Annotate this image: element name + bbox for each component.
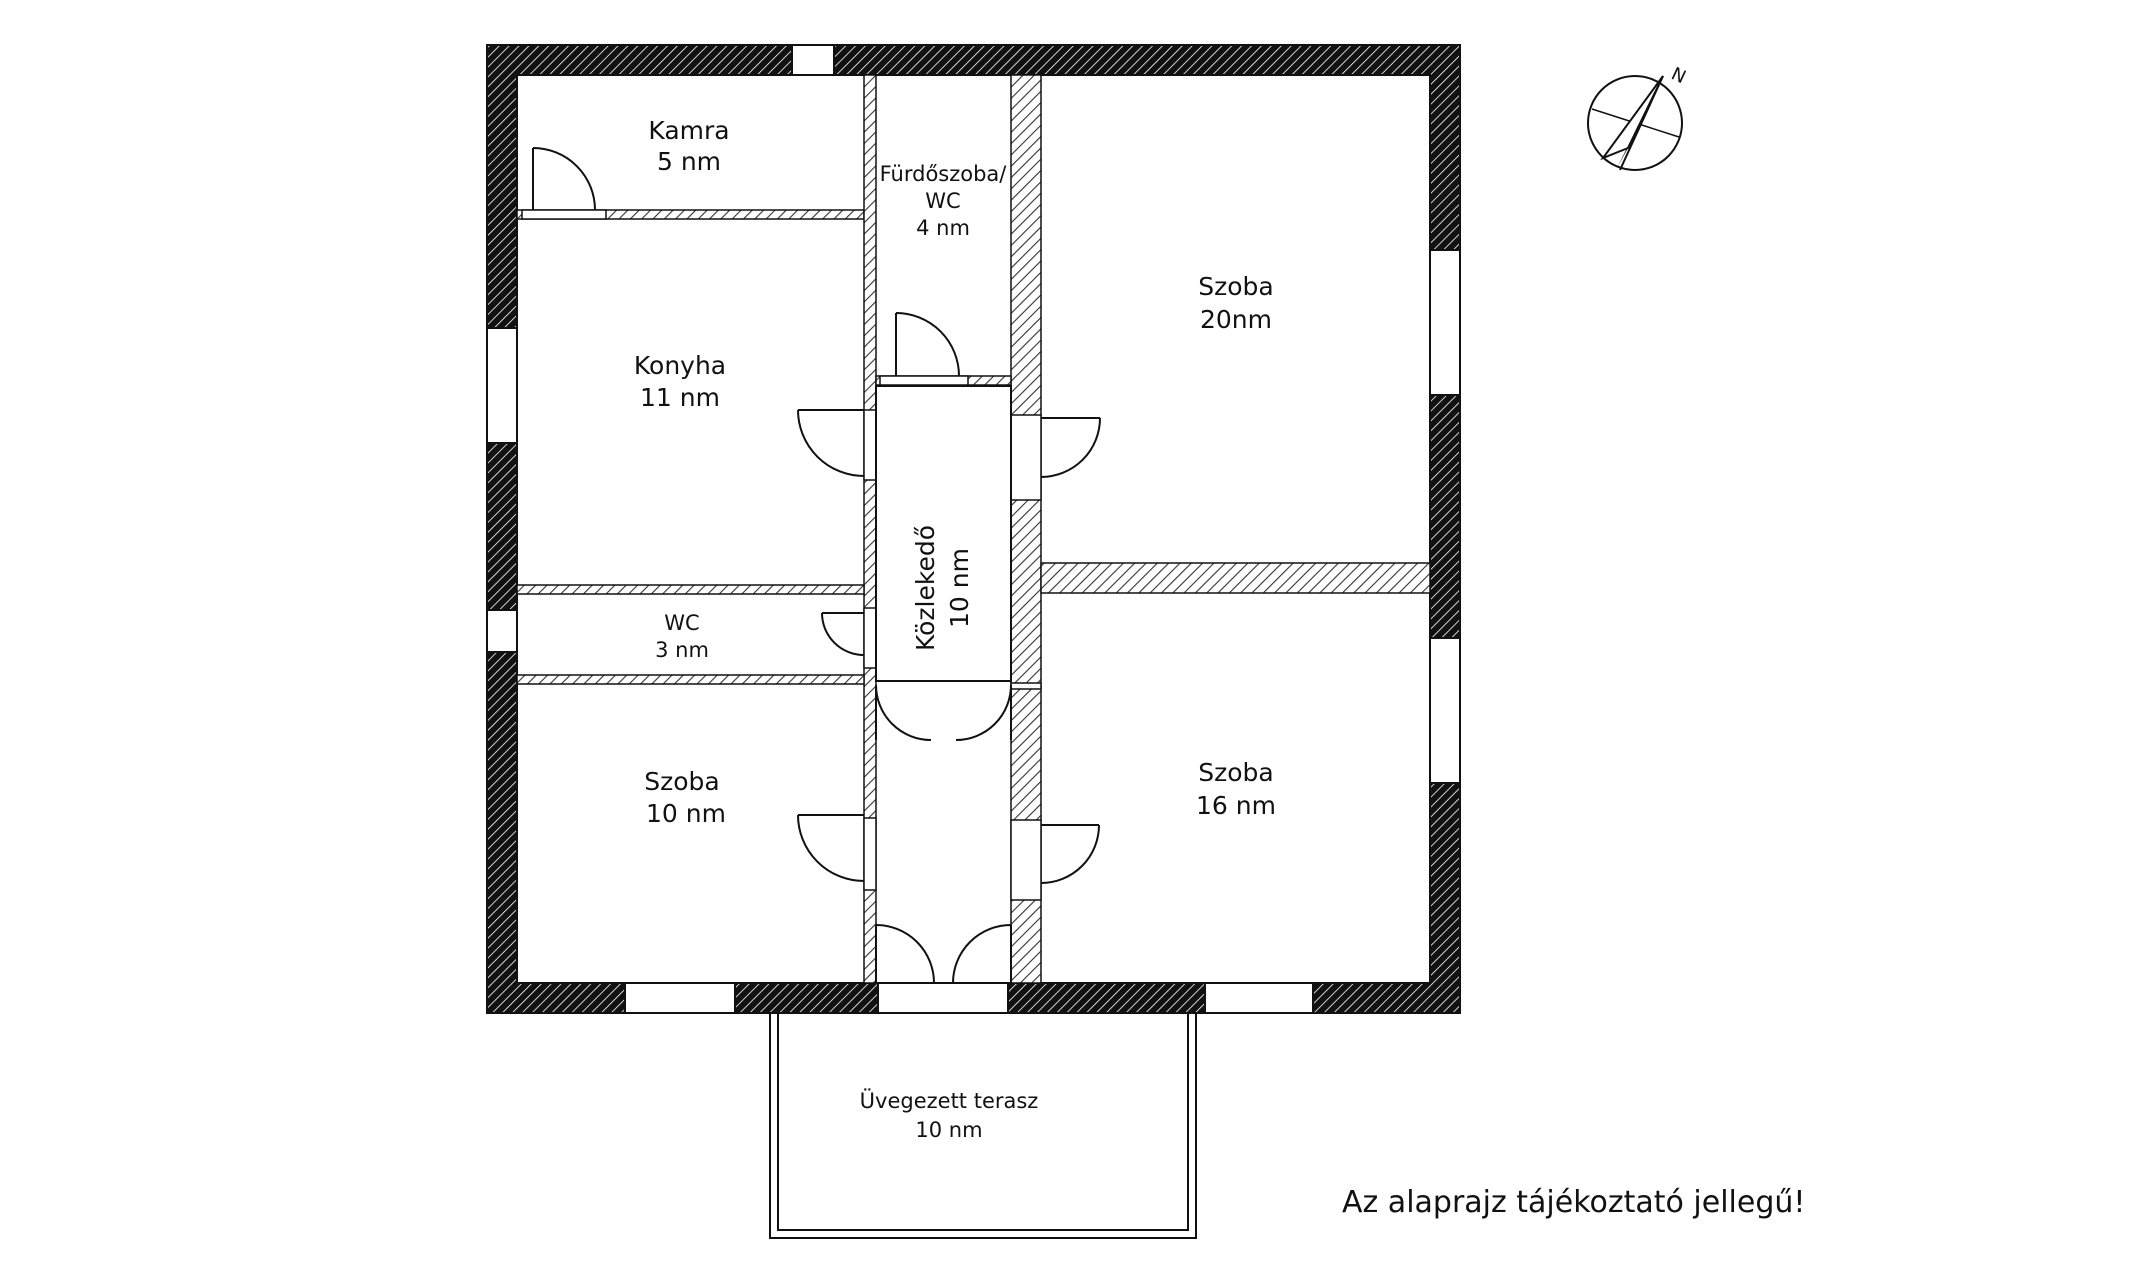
label-kamra-name: Kamra: [648, 116, 729, 145]
label-szoba20-name: Szoba: [1198, 272, 1273, 301]
terrace: [769, 1012, 1197, 1239]
label-kamra-area: 5 nm: [657, 147, 721, 176]
window-left-kitchen: [486, 327, 518, 444]
label-konyha-name: Konyha: [634, 351, 726, 380]
compass-north-label: N: [1668, 63, 1689, 88]
label-furdo-area: 4 nm: [916, 216, 970, 240]
label-terasz-name: Üvegezett terasz: [860, 1088, 1039, 1113]
label-furdo-name2: WC: [925, 189, 960, 213]
window-bottom-left: [624, 982, 736, 1014]
label-terasz-area: 10 nm: [915, 1118, 982, 1142]
label-kozlekedo-name: Közlekedő: [911, 525, 940, 651]
label-szoba20-area: 20nm: [1200, 305, 1272, 334]
label-szoba-small-name: Szoba: [644, 767, 719, 796]
exterior-walls: [486, 44, 1461, 1014]
window-right-upper: [1429, 249, 1461, 396]
label-szoba-small-area: 10 nm: [646, 799, 726, 828]
label-szoba16-name: Szoba: [1198, 758, 1273, 787]
doors: [532, 147, 1187, 1109]
label-szoba16-area: 16 nm: [1196, 791, 1276, 820]
windows: [486, 44, 1461, 1014]
label-wc-area: 3 nm: [655, 638, 709, 662]
window-bottom-center: [877, 982, 1009, 1014]
door-openings: [521, 209, 1042, 901]
window-right-lower: [1429, 637, 1461, 784]
room-labels: Kamra 5 nm Fürdőszoba/ WC 4 nm Konyha 11…: [634, 116, 1276, 1142]
corridor-frame: [875, 385, 1012, 682]
window-top: [791, 44, 835, 76]
label-kozlekedo-area: 10 nm: [945, 548, 974, 628]
label-konyha-area: 11 nm: [640, 383, 720, 412]
window-bottom-right: [1204, 982, 1314, 1014]
label-furdo-name: Fürdőszoba/: [880, 162, 1008, 186]
label-wc-name: WC: [664, 611, 699, 635]
interior-walls: [516, 74, 1431, 984]
compass-icon: N: [1587, 63, 1689, 171]
window-left-wc: [486, 609, 518, 653]
disclaimer-text: Az alaprajz tájékoztató jellegű!: [1342, 1185, 1805, 1220]
